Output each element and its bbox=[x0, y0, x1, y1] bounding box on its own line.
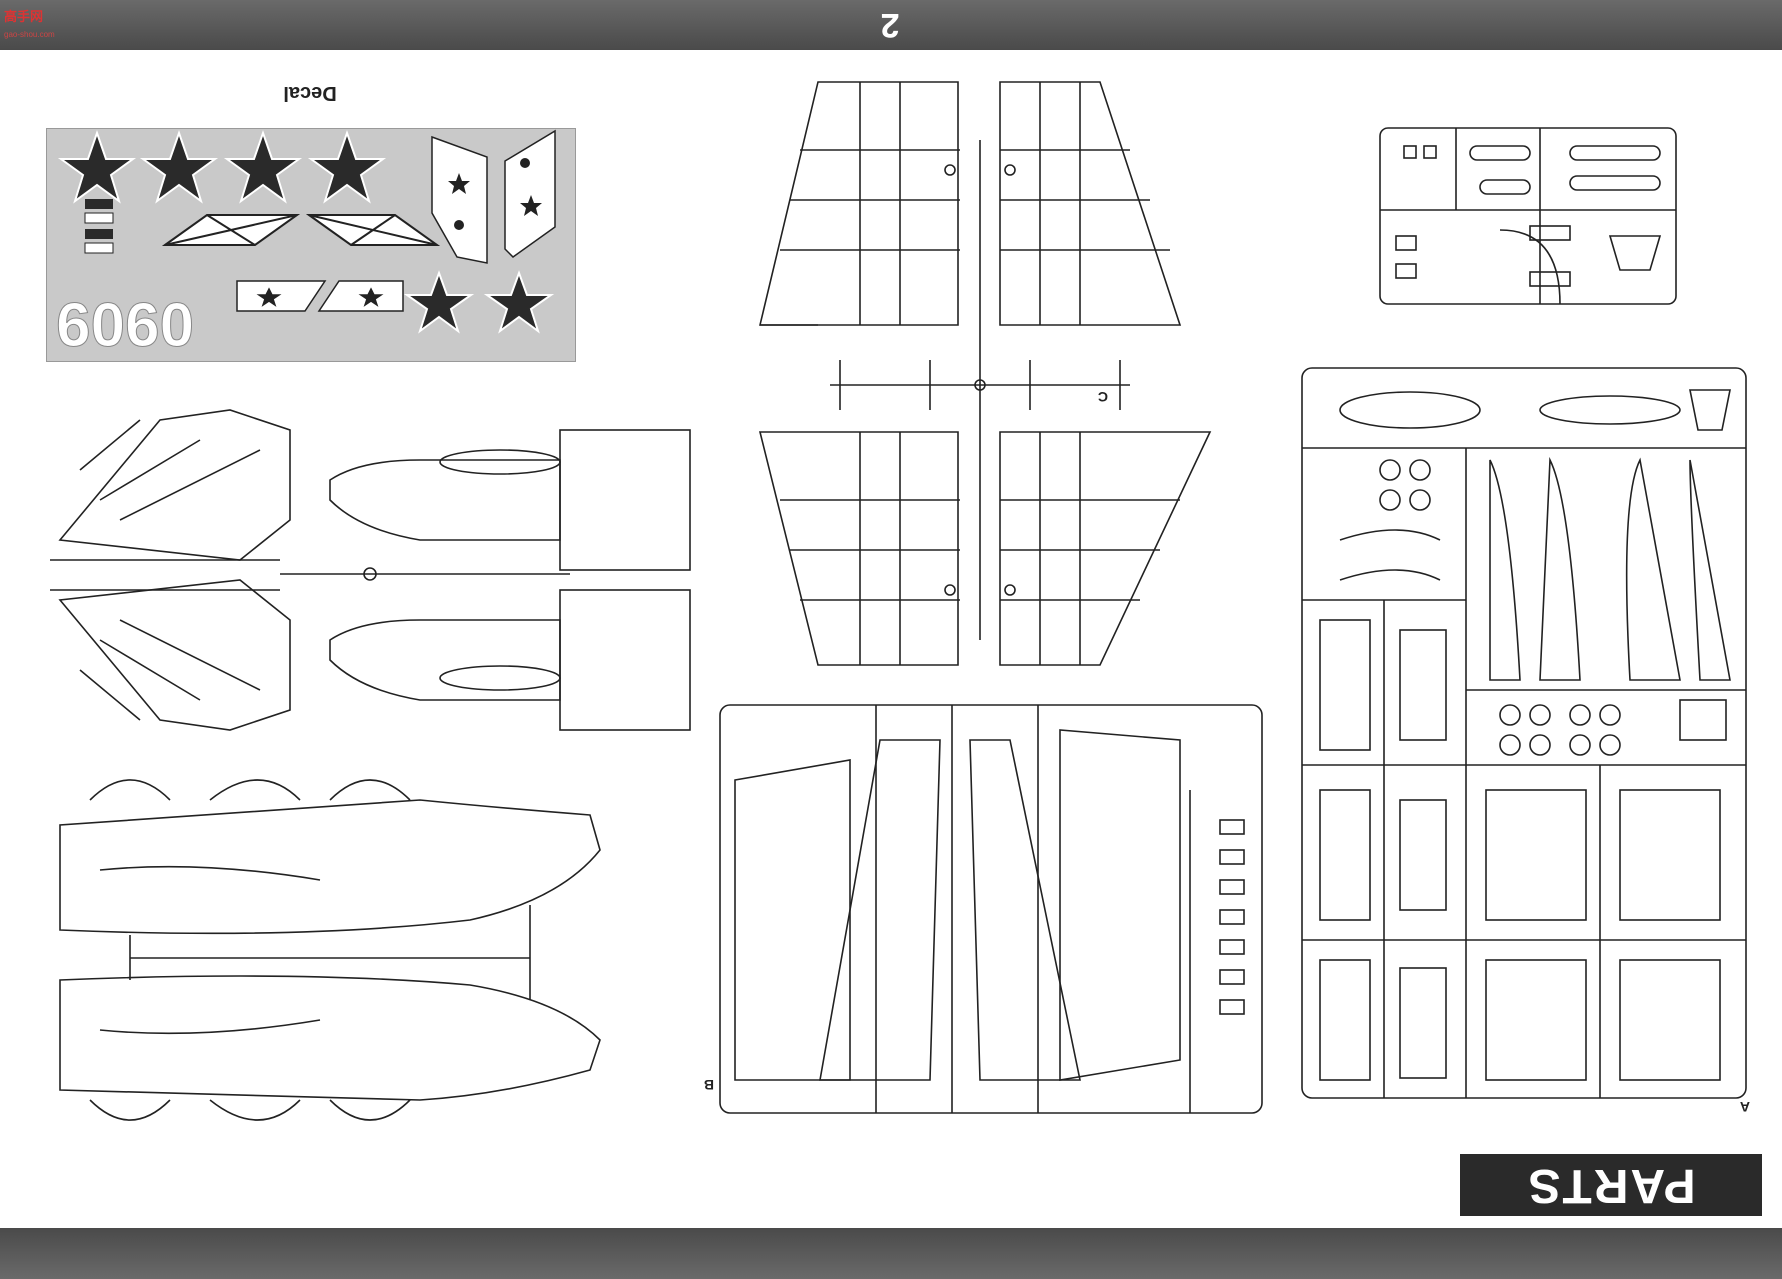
watermark-text: 高手网 bbox=[4, 9, 44, 24]
flag-decal bbox=[431, 135, 488, 264]
fin-flash-decal bbox=[236, 280, 327, 312]
sprue-label-a: A bbox=[1740, 1099, 1750, 1115]
parts-banner: PARTS bbox=[1460, 1154, 1762, 1216]
star-decal bbox=[403, 270, 475, 334]
sprue-b bbox=[719, 704, 1263, 1114]
sprue-fuselage-parts bbox=[50, 409, 691, 731]
star-decal bbox=[307, 129, 387, 204]
sprue-a bbox=[1301, 367, 1747, 1099]
star-decal bbox=[139, 129, 219, 204]
star-decal bbox=[483, 270, 555, 334]
sprue-label-c: C bbox=[1098, 389, 1108, 405]
bottom-bar bbox=[0, 1228, 1782, 1279]
watermark-logo: 高手网 gao-shou.com bbox=[4, 6, 74, 39]
fin-flash-decal bbox=[317, 280, 404, 312]
decal-number: 0909 bbox=[56, 289, 194, 358]
stripe-decals bbox=[84, 199, 114, 254]
star-decal bbox=[223, 129, 303, 204]
sprue-hull-parts bbox=[59, 779, 601, 1121]
sprue-small-top-right bbox=[1379, 127, 1677, 305]
sprue-label-b: B bbox=[704, 1077, 714, 1093]
star-decal bbox=[57, 129, 137, 204]
flag-decal bbox=[504, 129, 556, 258]
decal-artwork: 0909 bbox=[56, 129, 556, 359]
fin-flash-decals bbox=[236, 280, 404, 312]
star-decals bbox=[57, 129, 555, 334]
decal-sheet: 0909 bbox=[46, 128, 576, 362]
naval-ensign-decals bbox=[161, 214, 441, 246]
flag-decals bbox=[431, 129, 556, 264]
parts-heading: PARTS bbox=[1526, 1159, 1696, 1212]
wing-sprue-upper bbox=[758, 81, 1212, 666]
watermark-subtext: gao-shou.com bbox=[4, 30, 55, 39]
top-bar: 高手网 gao-shou.com 2 bbox=[0, 0, 1782, 50]
